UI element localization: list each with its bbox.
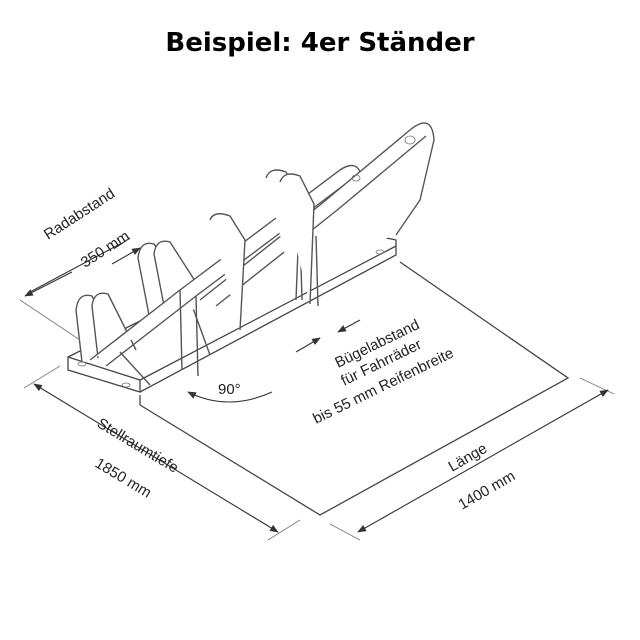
radabstand-dimension: [19, 237, 141, 341]
buegel-dimension: [295, 319, 361, 353]
laenge-dimension: [329, 377, 615, 541]
high-wheel-holder-2: [199, 122, 435, 307]
stellraum-value: 1850 mm: [92, 455, 154, 502]
radabstand-label: Radabstand: [41, 185, 118, 243]
mid-wheel-holder: [209, 135, 416, 331]
laenge-value: 1400 mm: [456, 467, 519, 513]
page-title: Beispiel: 4er Ständer: [165, 28, 475, 58]
stellraum-dimension: [23, 365, 301, 541]
radabstand-value: 350 mm: [78, 228, 133, 272]
angle-label: 90°: [218, 381, 241, 398]
